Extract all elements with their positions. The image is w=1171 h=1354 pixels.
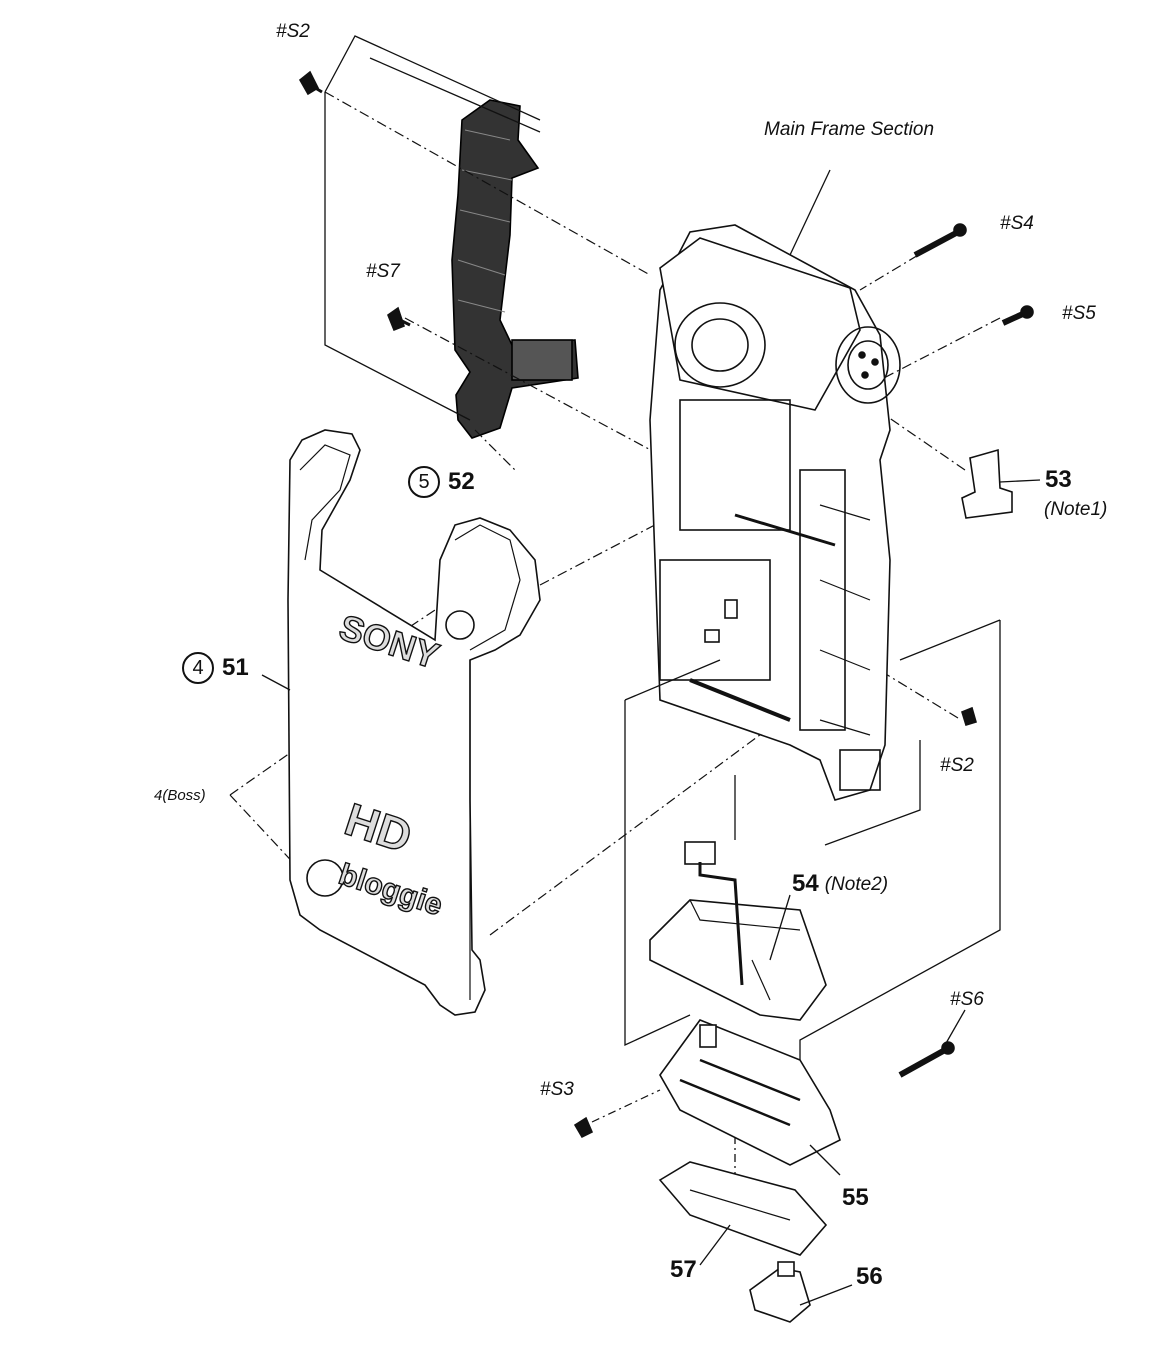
plate-part-57 — [658, 1161, 828, 1266]
ref-circle-4: 4 — [182, 652, 214, 684]
part-number-56: 56 — [856, 1263, 883, 1290]
part-number-54: 54 — [792, 870, 819, 897]
label-s7: #S7 — [366, 261, 400, 282]
label-s2-top: #S2 — [276, 21, 310, 42]
part-number-51: 51 — [222, 654, 249, 681]
label-main-frame-section: Main Frame Section — [764, 119, 935, 140]
label-note1: (Note1) — [1044, 499, 1108, 520]
ref-circle-5: 5 — [408, 466, 440, 498]
part-52-callout: 5 52 — [408, 466, 475, 498]
button-part-56 — [749, 1261, 853, 1323]
screw-s6-icon — [898, 1009, 966, 1078]
board-part-54 — [649, 841, 827, 1021]
screw-s7-icon — [387, 306, 411, 332]
label-s3: #S3 — [540, 1079, 574, 1100]
bottom-part-55 — [659, 1019, 841, 1176]
part-54-callout: 54 (Note2) — [792, 872, 888, 896]
label-s4: #S4 — [1000, 213, 1034, 234]
part-number-52: 52 — [448, 468, 475, 495]
screw-s3-icon — [573, 1089, 661, 1139]
label-s6: #S6 — [950, 989, 984, 1010]
part-number-53: 53 — [1045, 466, 1072, 493]
label-s2-right: #S2 — [940, 755, 974, 776]
main-frame-section — [649, 224, 901, 801]
bracket-part-52 — [451, 99, 579, 439]
part-number-57: 57 — [670, 1256, 697, 1283]
screw-s5-icon — [1001, 305, 1034, 326]
part-number-55: 55 — [842, 1184, 869, 1211]
screw-s2-top-icon — [298, 70, 323, 96]
label-note2: (Note2) — [824, 873, 889, 895]
screw-s2-right-icon — [961, 706, 977, 726]
label-boss: 4(Boss) — [154, 787, 206, 804]
cover-part-51 — [287, 429, 541, 1016]
clip-part-53 — [961, 448, 1041, 519]
part-51-callout: 4 51 — [182, 652, 249, 684]
label-s5: #S5 — [1062, 303, 1096, 324]
screw-s4-icon — [913, 223, 967, 258]
